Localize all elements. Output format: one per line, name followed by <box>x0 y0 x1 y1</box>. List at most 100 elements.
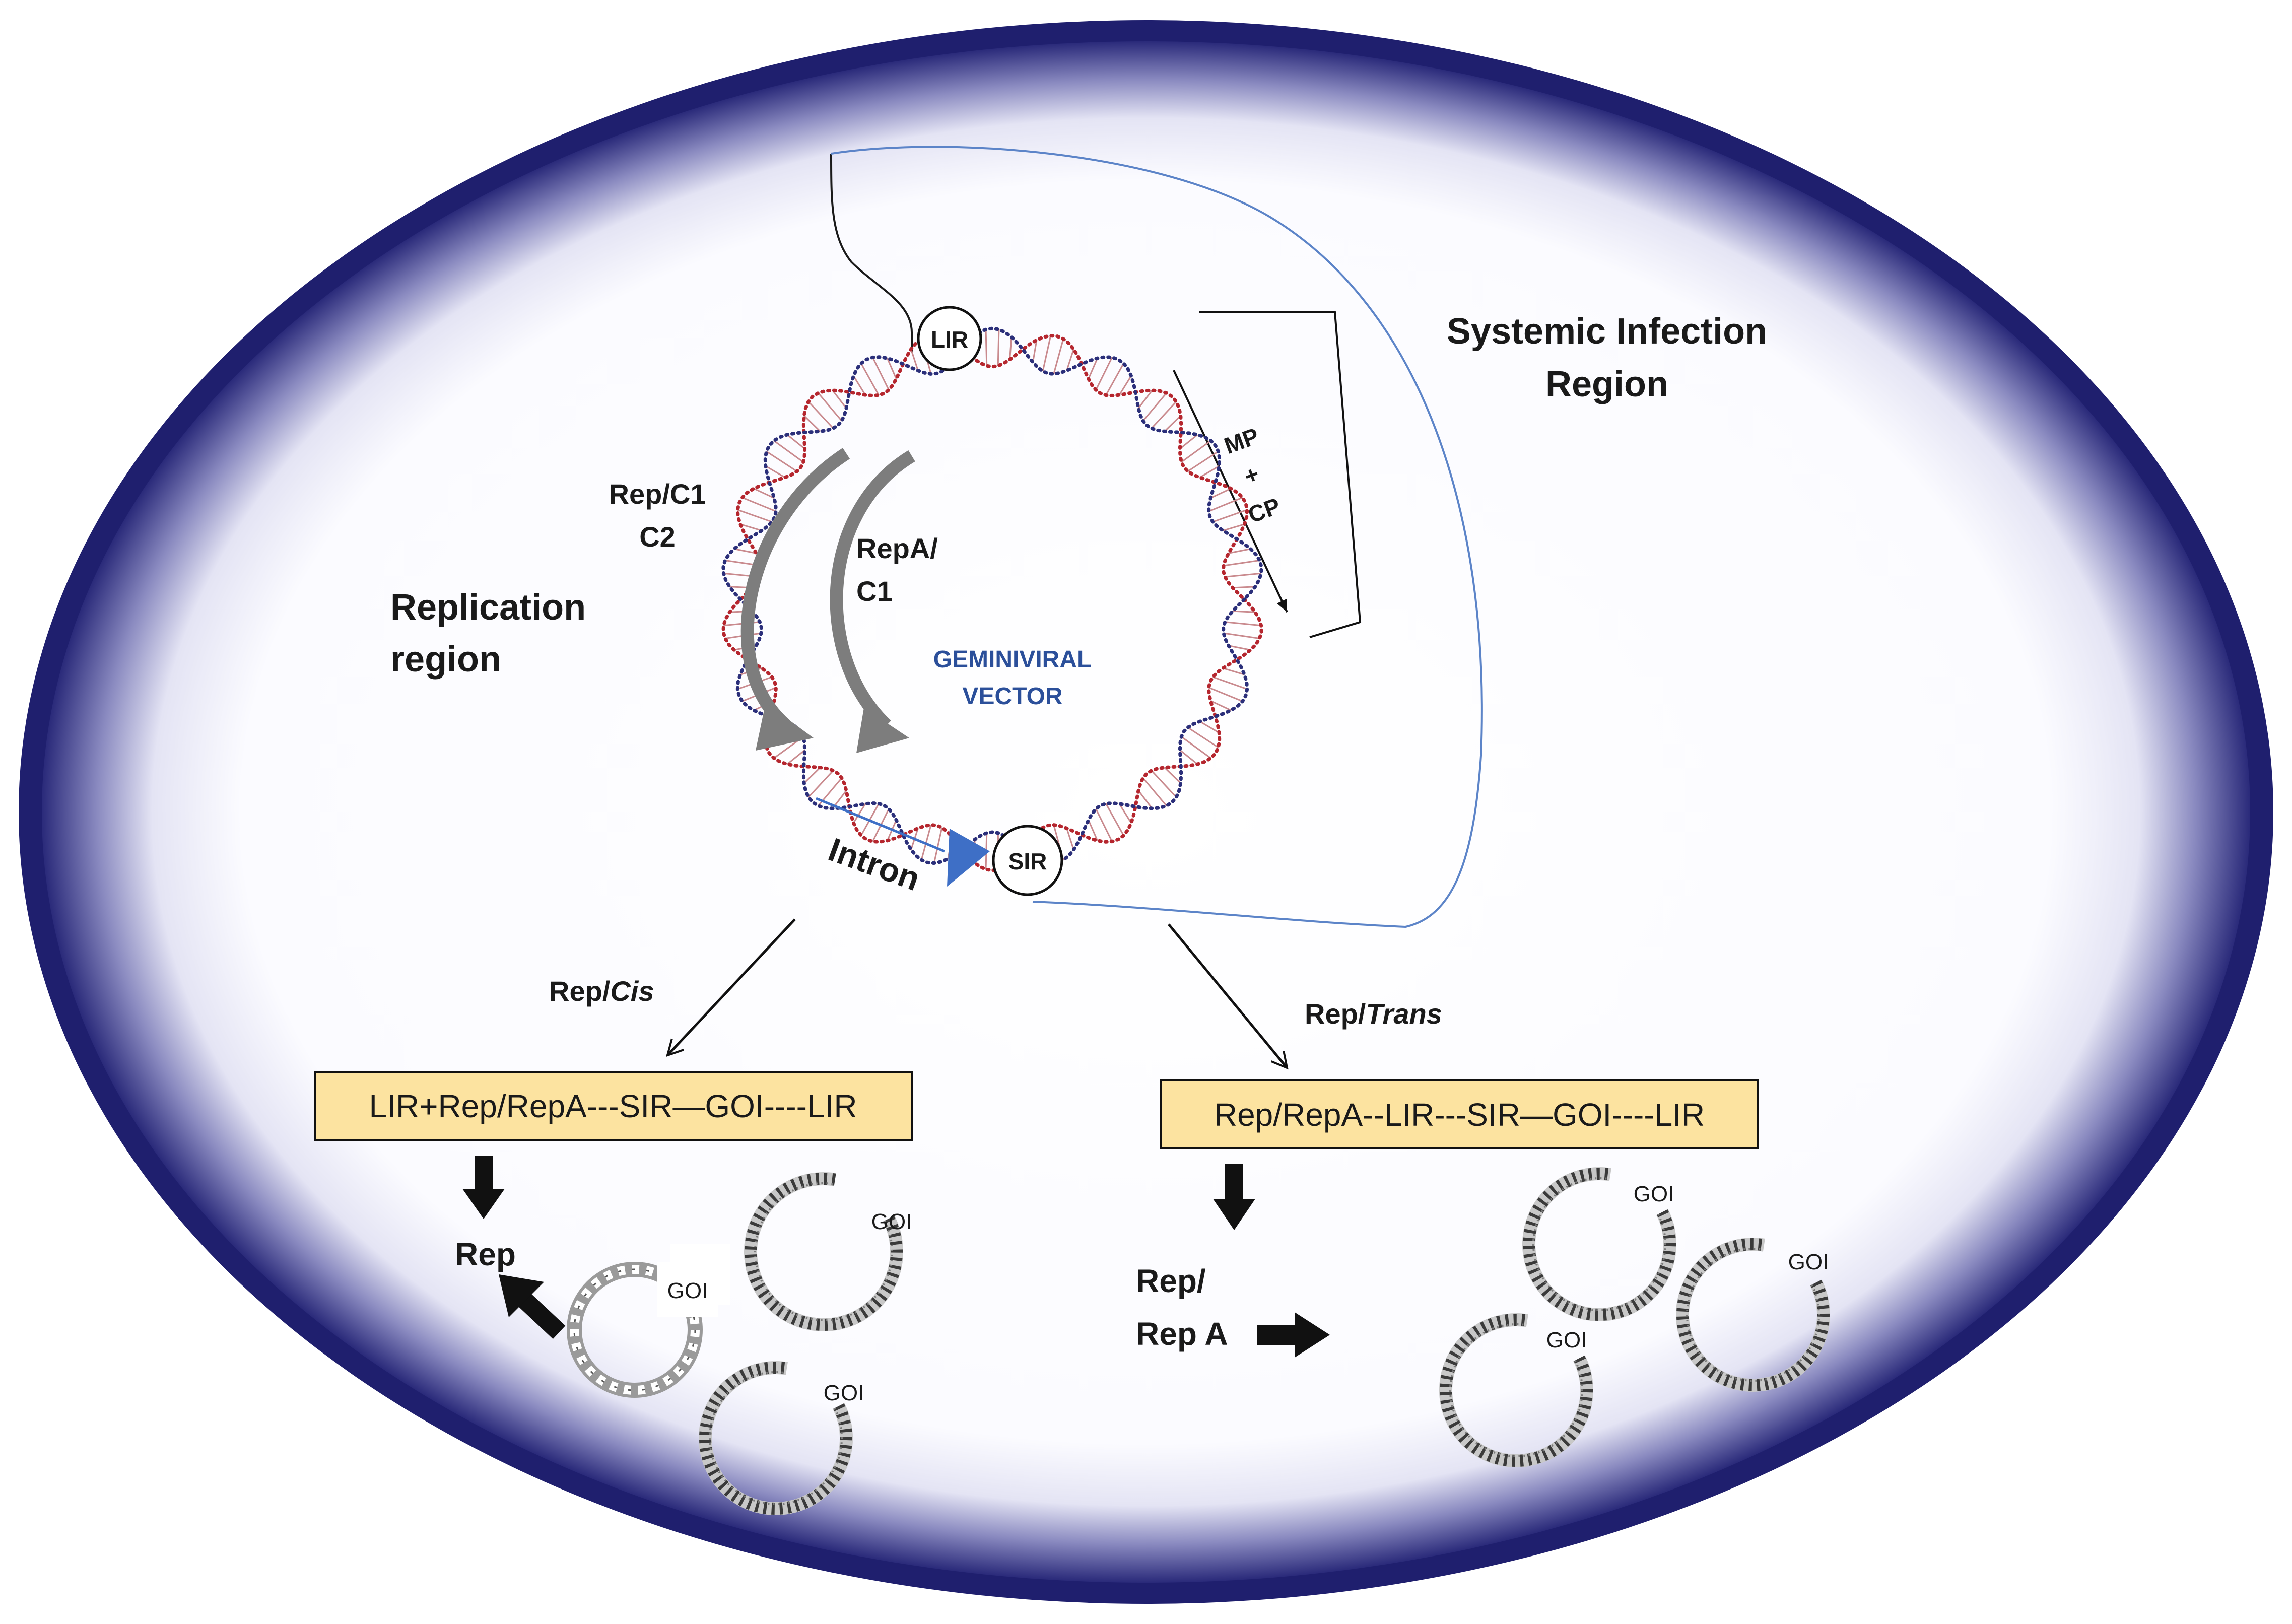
helix-rung <box>832 390 847 409</box>
helix-rung <box>1137 790 1153 809</box>
helix-rung <box>872 357 890 390</box>
systemic-region-label-line2: Region <box>1545 364 1668 404</box>
helix-rung <box>818 392 843 422</box>
goi-plasmid-arc <box>1686 1248 1820 1382</box>
systemic-infection-boundary <box>830 153 913 353</box>
helix-rung <box>1228 645 1251 651</box>
vector-label-line1: GEMINIVIRAL <box>933 646 1092 673</box>
mp-cp-arrow <box>1173 370 1288 613</box>
cis-goi-label-0: GOI <box>667 1278 708 1303</box>
rep-c1-label-line2: C2 <box>639 521 676 553</box>
cis-goi-label-bg-0 <box>657 1262 718 1317</box>
rep-c1-label-line1: Rep/C1 <box>609 478 706 510</box>
trans-product-label-line1: Rep/ <box>1136 1263 1206 1299</box>
systemic-infection-curve <box>831 146 1483 928</box>
twisted-dna-circle <box>567 1244 730 1398</box>
trans-goi-circle-2 <box>1676 1238 1830 1392</box>
helix-rung <box>1208 687 1243 702</box>
rep-c1-c2-arrow <box>740 448 850 730</box>
replication-region-label-line1: Replication <box>390 587 586 628</box>
mp-cp-bracket <box>1199 311 1362 638</box>
helix-rung <box>1223 667 1245 675</box>
cis-construct-label: LIR+Rep/RepA---SIR—GOI----LIR <box>369 1088 857 1124</box>
helix-rung <box>1187 726 1219 749</box>
goi-plasmid-arc <box>754 1182 893 1321</box>
goi-plasmid-arc <box>699 1362 852 1515</box>
helix-rung <box>1187 450 1219 472</box>
intron-line <box>816 797 945 853</box>
helix-rung <box>1223 632 1260 639</box>
helix-rung <box>1151 401 1177 429</box>
helix-rung <box>753 488 775 499</box>
rep-c1-c2-arrowhead <box>756 703 814 751</box>
cis-prefix: Rep/ <box>549 975 611 1007</box>
trans-prefix: Rep/ <box>1305 998 1366 1030</box>
helix-rung <box>807 401 834 429</box>
helix-strand-blue <box>721 326 1263 865</box>
trans-goi-circle-1 <box>1522 1167 1676 1321</box>
helix-rung <box>1228 548 1251 554</box>
helix-rung <box>1181 736 1211 759</box>
helix-rung <box>1225 621 1261 627</box>
trans-down-arrow <box>1213 1164 1255 1230</box>
helix-rung <box>1223 523 1245 531</box>
helix-rung <box>1066 828 1074 850</box>
helix-rung <box>1105 363 1124 396</box>
trans-product-label-line2: Rep A <box>1136 1316 1228 1352</box>
cis-arrow <box>666 918 796 1057</box>
helix-rung <box>1164 767 1181 784</box>
helix-rung <box>860 363 880 396</box>
helix-rung <box>985 329 988 366</box>
helix-rung <box>1179 434 1198 450</box>
cis-goi-label-2: GOI <box>824 1381 864 1405</box>
helix-rung <box>1118 803 1132 824</box>
repa-label-line2: C1 <box>856 575 893 607</box>
replication-region-label-line2: region <box>390 639 501 680</box>
helix-rung <box>910 349 919 371</box>
helix-rung <box>765 465 786 479</box>
trans-construct-label: Rep/RepA--LIR---SIR—GOI----LIR <box>1214 1097 1705 1133</box>
helix-rung <box>933 827 943 863</box>
helix-rung <box>737 509 772 523</box>
helix-rung <box>766 450 797 472</box>
sir-label: SIR <box>1008 848 1047 874</box>
helix-rung <box>1009 336 1013 360</box>
helix-rung <box>853 375 866 396</box>
repa-label-line1: RepA/ <box>856 532 938 564</box>
helix-rung <box>1142 777 1167 806</box>
helix-rung <box>1233 586 1255 589</box>
goi-plasmid-arc <box>1676 1238 1830 1391</box>
cis-construct-box <box>314 1071 913 1141</box>
sir-circle <box>992 825 1063 896</box>
goi-plasmid-arc <box>1449 1323 1583 1457</box>
helix-rung <box>1066 349 1074 371</box>
helix-rung <box>1118 375 1132 396</box>
helix-rung <box>1199 465 1220 479</box>
cis-goi-circle-2 <box>699 1361 853 1515</box>
cis-down-arrow <box>462 1156 505 1219</box>
cell-membrane <box>19 20 2273 1604</box>
helix-rung <box>1225 572 1261 578</box>
helix-rung <box>786 434 805 450</box>
helix-rung <box>1208 497 1243 512</box>
intron-arrowhead <box>947 829 990 887</box>
helix-rung <box>1137 390 1153 409</box>
systemic-region-label-line1: Systemic Infection <box>1447 311 1767 352</box>
helix-rung <box>1212 509 1248 523</box>
helix-rung <box>1233 610 1255 613</box>
lir-label: LIR <box>931 326 968 353</box>
helix-rung <box>1095 808 1113 842</box>
helix-rung <box>786 749 805 765</box>
cis-goi-circle-1 <box>744 1172 903 1331</box>
helix-rung <box>1179 749 1198 765</box>
helix-rung <box>773 440 804 463</box>
helix-rung <box>1105 803 1124 836</box>
helix-rung <box>1032 340 1038 363</box>
helix-rung <box>1053 339 1064 374</box>
helix-rung <box>1210 700 1232 711</box>
helix-rung <box>803 767 821 784</box>
helix-rung <box>1095 357 1113 390</box>
helix-rung <box>741 497 776 512</box>
trans-label: Rep/Trans <box>1305 998 1442 1030</box>
